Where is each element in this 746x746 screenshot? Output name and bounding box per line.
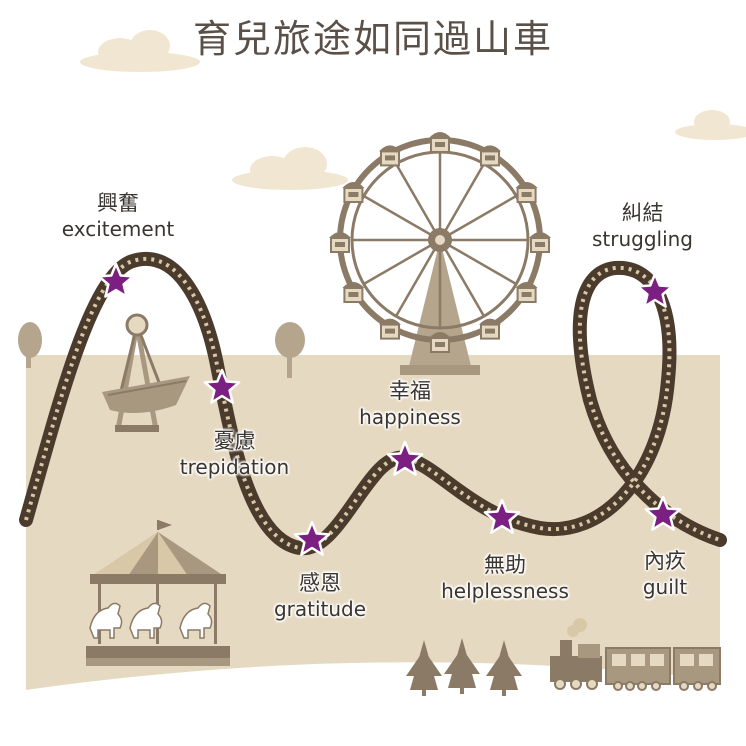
gondola — [342, 182, 365, 203]
star-icon-guilt — [644, 495, 682, 531]
star-icon-struggling — [636, 272, 674, 308]
star-icon-excitement — [97, 262, 135, 298]
label-trepidation: 憂慮 trepidation — [162, 428, 307, 480]
star-icon-gratitude — [293, 520, 331, 556]
cloud-icon — [80, 30, 200, 72]
label-happiness: 幸福 happiness — [340, 378, 480, 430]
pirate-ship-icon — [102, 313, 190, 432]
emotion-zh: 感恩 — [299, 571, 341, 595]
gondola — [515, 282, 538, 303]
tree-icon — [486, 640, 522, 696]
star-icon-trepidation — [203, 368, 241, 404]
gondola — [529, 232, 551, 253]
label-excitement: 興奮 excitement — [48, 190, 188, 242]
gondola — [515, 182, 538, 203]
emotion-en: gratitude — [273, 597, 367, 621]
emotion-zh: 興奮 — [97, 191, 139, 215]
gondola — [479, 145, 501, 167]
emotion-en: helplessness — [441, 579, 569, 603]
tree-icon — [18, 322, 42, 368]
ferris-wheel-icon — [329, 132, 551, 375]
gondola — [342, 282, 365, 303]
train-icon — [550, 618, 721, 691]
cloud-icon — [232, 147, 348, 190]
tree-icon — [406, 640, 442, 696]
roller-coaster-track — [19, 251, 727, 556]
label-guilt: 內疚 guilt — [625, 548, 705, 600]
emotion-en: struggling — [591, 227, 694, 251]
emotion-zh: 糾結 — [621, 201, 664, 225]
star-icon-happiness — [386, 440, 424, 476]
gondola — [479, 318, 501, 340]
cloud-icon — [675, 110, 746, 140]
emotion-en: trepidation — [179, 455, 290, 479]
page-title: 育兒旅途如同過山車 — [192, 17, 553, 61]
tree-icon — [444, 638, 480, 694]
gondola — [429, 332, 451, 353]
gondola — [379, 145, 401, 167]
gondola — [379, 318, 401, 340]
label-struggling: 糾結 struggling — [575, 200, 710, 252]
emotion-zh: 幸福 — [389, 379, 431, 403]
gondola — [329, 232, 351, 253]
tree-icon — [275, 322, 305, 378]
gondola — [429, 132, 451, 153]
label-gratitude: 感恩 gratitude — [255, 570, 385, 622]
emotion-en: happiness — [359, 405, 461, 429]
emotion-en: guilt — [642, 575, 688, 599]
emotion-zh: 內疚 — [644, 549, 686, 573]
emotion-zh: 無助 — [484, 553, 526, 577]
foreground-path — [26, 662, 720, 746]
star-icon-helplessness — [483, 498, 521, 534]
label-helplessness: 無助 helplessness — [420, 552, 590, 604]
emotion-zh: 憂慮 — [213, 429, 256, 453]
carousel-icon — [86, 520, 230, 666]
emotion-en: excitement — [61, 217, 175, 241]
